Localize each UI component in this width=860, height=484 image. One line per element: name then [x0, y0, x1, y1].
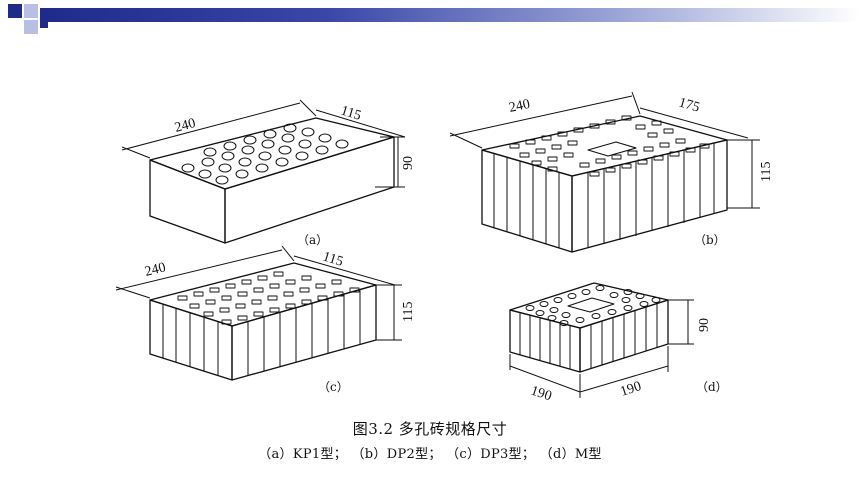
- header-square-small: [24, 20, 38, 34]
- brick-a-length: 240: [173, 116, 197, 136]
- brick-c: [115, 245, 402, 381]
- brick-b-length: 240: [508, 97, 532, 116]
- brick-b-label: （b）: [694, 233, 726, 247]
- brick-b-dims: [449, 91, 760, 209]
- header-square-dark: [8, 4, 22, 18]
- brick-d-width: 190: [619, 379, 644, 400]
- brick-b-center-hole: [587, 141, 637, 157]
- figure-caption-title: 图3.2 多孔砖规格尺寸: [352, 420, 508, 438]
- brick-b-slots: [509, 115, 710, 177]
- brick-figure: 240 115 90 （a） 240 175 115 （b） 240 115 1…: [115, 91, 774, 405]
- brick-d-ribs: [519, 304, 658, 369]
- brick-c-label: （c）: [318, 380, 349, 394]
- brick-a-width: 115: [339, 103, 363, 123]
- brick-c-width: 115: [321, 249, 345, 269]
- brick-d-dims: [509, 299, 694, 398]
- brick-c-slots: [177, 271, 360, 325]
- brick-d-height: 90: [697, 318, 712, 332]
- header-square-light: [24, 4, 38, 18]
- brick-d-length: 190: [529, 384, 554, 405]
- brick-b: [449, 91, 760, 253]
- figure-caption-subtitle: （a）KP1型； （b）DP2型； （c）DP3型； （d）M型: [258, 447, 602, 462]
- brick-d-center-hole: [567, 297, 615, 313]
- brick-b-width: 175: [677, 95, 701, 115]
- brick-d-holes: [525, 285, 661, 326]
- brick-b-height: 115: [759, 162, 774, 182]
- brick-a-label: （a）: [297, 233, 328, 247]
- header-bar: [40, 8, 860, 22]
- brick-c-height: 115: [401, 302, 416, 322]
- brick-c-length: 240: [143, 260, 167, 280]
- brick-a-height: 90: [401, 156, 416, 170]
- header-square-dark-2: [40, 20, 48, 28]
- brick-a-holes: [181, 123, 349, 185]
- brick-b-ribs: [493, 143, 715, 248]
- brick-c-dims: [115, 245, 402, 341]
- brick-c-ribs: [162, 290, 361, 376]
- brick-d: [509, 282, 694, 398]
- brick-a: [121, 99, 406, 244]
- brick-a-dims: [121, 99, 406, 188]
- brick-d-label: （d）: [696, 380, 728, 394]
